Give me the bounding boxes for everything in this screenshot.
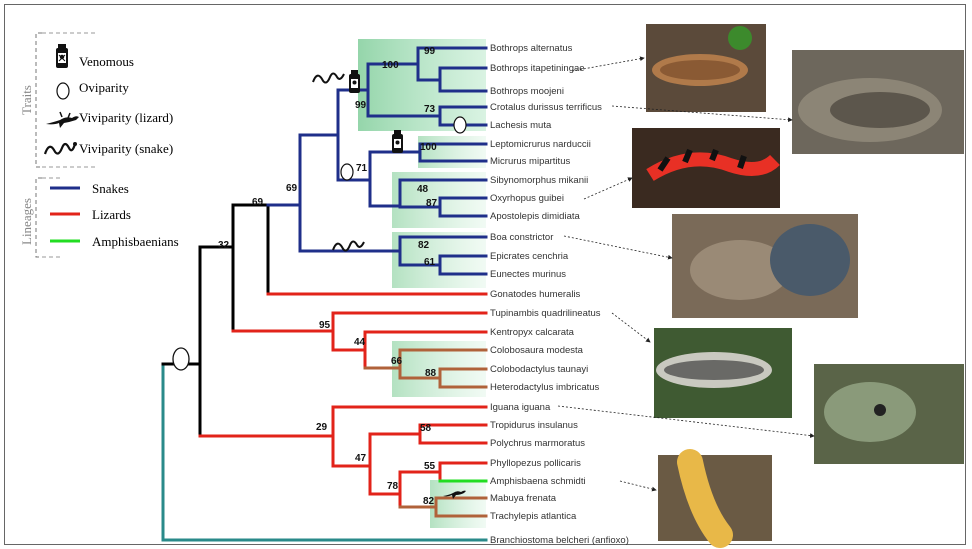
legend: Traits Venomous Oviparity Viviparity (li…	[19, 33, 179, 257]
scincid-clade-box	[430, 480, 486, 528]
legend-snakes: Snakes	[92, 181, 129, 196]
legend-viviparity-snake: Viviparity (snake)	[79, 141, 173, 156]
taxon-label: Bothrops moojeni	[490, 86, 564, 97]
bootstrap-label: 71	[356, 163, 368, 174]
taxon-label: Epicrates cenchria	[490, 251, 569, 262]
bootstrap-label: 87	[426, 198, 438, 209]
taxon-label: Amphisbaena schmidti	[490, 476, 586, 487]
photo-amphisbaena	[658, 455, 772, 541]
lineages-bracket	[36, 178, 42, 257]
taxon-label: Polychrus marmoratus	[490, 438, 585, 449]
traits-title: Traits	[19, 85, 34, 115]
snake-icon	[313, 74, 344, 83]
branch-snakes-a	[300, 90, 338, 180]
legend-venomous: Venomous	[79, 54, 134, 69]
taxon-label: Phyllopezus pollicaris	[490, 458, 581, 469]
taxon-label: Mabuya frenata	[490, 493, 557, 504]
connector-boa	[564, 236, 672, 258]
clade-highlights	[358, 39, 486, 528]
venomous-icon	[392, 130, 403, 153]
bootstrap-label: 47	[355, 453, 367, 464]
legend-oviparity: Oviparity	[79, 80, 129, 95]
taxon-label: Lachesis muta	[490, 120, 552, 131]
legend-lizards: Lizards	[92, 207, 131, 222]
venomous-icon	[56, 44, 68, 68]
taxon-label: Crotalus durissus terrificus	[490, 102, 602, 113]
bootstrap-label: 29	[316, 422, 328, 433]
species-photos	[632, 24, 964, 541]
branch-69a	[233, 205, 268, 294]
bootstrap-label: 69	[286, 183, 298, 194]
bootstrap-label: 82	[418, 240, 430, 251]
taxon-label: Trachylepis atlantica	[490, 511, 577, 522]
photo-iguana	[814, 364, 964, 464]
snake-icon	[333, 242, 364, 251]
taxon-label: Branchiostoma belcheri (anfioxo)	[490, 535, 629, 546]
taxon-label: Heterodactylus imbricatus	[490, 382, 600, 393]
bootstrap-label: 48	[417, 184, 429, 195]
taxon-label: Micrurus mipartitus	[490, 156, 570, 167]
photo-boa	[672, 214, 858, 318]
branch-71	[338, 152, 370, 206]
taxon-label: Tropidurus insulanus	[490, 420, 578, 431]
bootstrap-label: 58	[420, 423, 432, 434]
egg-icon	[341, 164, 353, 180]
lineages-bracket-edge	[42, 178, 60, 257]
legend-viviparity-lizard: Viviparity (lizard)	[79, 110, 173, 125]
taxon-label: Eunectes murinus	[490, 269, 566, 280]
taxon-label: Sibynomorphus mikanii	[490, 175, 588, 186]
bootstrap-label: 82	[423, 496, 435, 507]
snake-icon	[45, 142, 77, 154]
taxon-label: Tupinambis quadrilineatus	[490, 308, 601, 319]
taxon-label: Gonatodes humeralis	[490, 289, 581, 300]
photo-crotalus	[792, 50, 964, 154]
bootstrap-label: 32	[218, 240, 230, 251]
taxon-labels: Bothrops alternatus Bothrops itapetining…	[490, 43, 629, 546]
egg-icon	[57, 83, 69, 99]
photo-tupinambis	[654, 328, 792, 418]
branch-32	[200, 205, 233, 331]
bootstrap-label: 100	[420, 142, 437, 153]
bootstrap-label: 44	[354, 337, 366, 348]
connector-amphisbaena	[620, 481, 656, 490]
branch-47	[333, 434, 370, 494]
egg-icon	[173, 348, 189, 370]
photo-micrurus	[632, 128, 780, 208]
lizard-icon	[46, 112, 79, 128]
taxon-label: Colobosaura modesta	[490, 345, 584, 356]
connector-oxyrhopus	[584, 178, 632, 199]
branch-95	[233, 313, 333, 350]
taxon-label: Oxyrhopus guibei	[490, 193, 564, 204]
bootstrap-label: 100	[382, 60, 399, 71]
traits-bracket	[36, 33, 42, 167]
branch-29	[200, 407, 333, 466]
connector-tupinambis	[612, 313, 650, 342]
egg-icon	[454, 117, 466, 133]
taxon-label: Colobodactylus taunayi	[490, 364, 588, 375]
bootstrap-label: 88	[425, 368, 437, 379]
bootstrap-label: 78	[387, 481, 399, 492]
taxon-label: Bothrops itapetiningae	[490, 63, 585, 74]
bootstrap-label: 66	[391, 356, 403, 367]
lineages-title: Lineages	[19, 198, 34, 245]
legend-amphisbaenians: Amphisbaenians	[92, 234, 179, 249]
bootstrap-label: 95	[319, 320, 331, 331]
bootstrap-label: 73	[424, 104, 436, 115]
bootstrap-label: 99	[355, 100, 367, 111]
bootstrap-label: 99	[424, 46, 436, 57]
taxon-label: Kentropyx calcarata	[490, 327, 575, 338]
taxon-label: Apostolepis dimidiata	[490, 211, 580, 222]
bootstrap-label: 55	[424, 461, 436, 472]
bootstrap-label: 69	[252, 197, 264, 208]
bootstrap-label: 61	[424, 257, 436, 268]
photo-bothrops	[646, 24, 766, 112]
taxon-label: Boa constrictor	[490, 232, 553, 243]
taxon-label: Bothrops alternatus	[490, 43, 573, 54]
taxon-label: Leptomicrurus narduccii	[490, 139, 591, 150]
taxon-label: Iguana iguana	[490, 402, 551, 413]
